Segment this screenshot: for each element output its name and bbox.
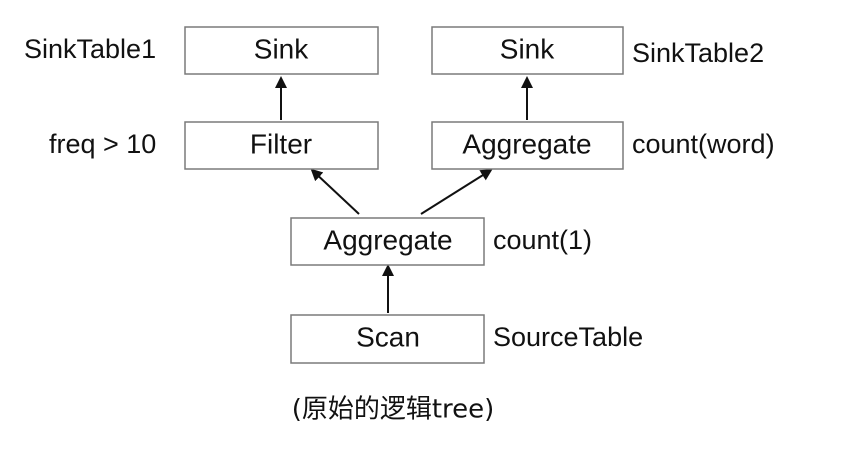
node-sink-1-box	[184, 26, 379, 75]
annotation-filter-condition: freq > 10	[49, 129, 156, 159]
annotation-count-word: count(word)	[632, 129, 775, 159]
diagram-caption: (原始的逻辑tree)	[292, 395, 495, 425]
node-aggregate-mid: Aggregate	[290, 217, 485, 266]
node-sink-1: Sink	[184, 26, 379, 75]
node-sink-2-box	[431, 26, 624, 75]
annotation-source-table: SourceTable	[493, 322, 643, 352]
node-filter-box	[184, 121, 379, 170]
node-filter: Filter	[184, 121, 379, 170]
node-aggregate-mid-label: Aggregate	[323, 224, 452, 255]
edge-aggregate-mid-to-aggregate-top	[420, 168, 493, 215]
node-sink-2-label: Sink	[500, 33, 555, 64]
edge-aggregate-mid-to-filter	[310, 168, 360, 215]
node-scan-label: Scan	[356, 321, 420, 352]
annotation-sink-table-1: SinkTable1	[24, 34, 156, 64]
node-aggregate-mid-box	[290, 217, 485, 266]
node-aggregate-top: Aggregate	[431, 121, 624, 170]
node-aggregate-top-label: Aggregate	[462, 128, 591, 159]
annotation-sink-table-2: SinkTable2	[632, 38, 764, 68]
node-filter-label: Filter	[250, 128, 312, 159]
node-sink-1-label: Sink	[254, 33, 309, 64]
annotation-count-1: count(1)	[493, 225, 592, 255]
node-scan: Scan	[290, 314, 485, 364]
node-aggregate-top-box	[431, 121, 624, 170]
node-sink-2: Sink	[431, 26, 624, 75]
node-scan-box	[290, 314, 485, 364]
